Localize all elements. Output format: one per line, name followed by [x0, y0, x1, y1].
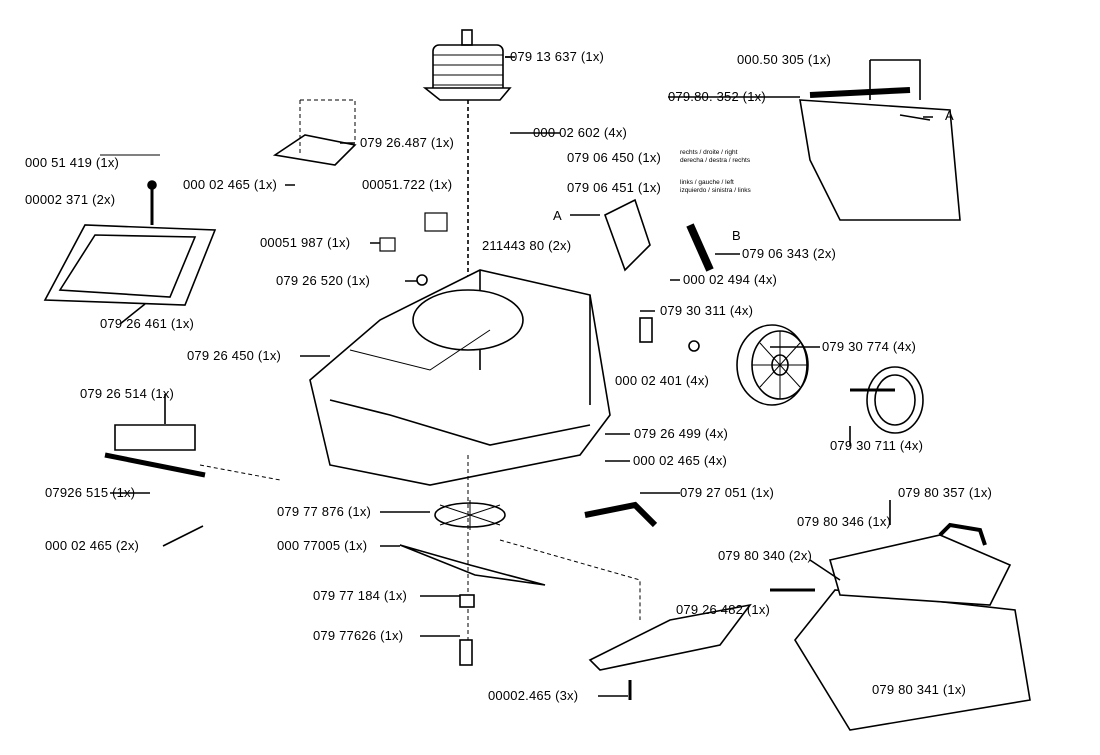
hubcap-part: [850, 366, 924, 434]
note-line: links / gauche / left: [680, 179, 734, 186]
part-label: 079 26 482 (1x): [676, 602, 771, 617]
part-label: 079 26 450 (1x): [187, 348, 282, 363]
part-label: 079 80 341 (1x): [872, 682, 967, 697]
part-label: 00051.722 (1x): [362, 177, 453, 192]
part-label: 079 26 461 (1x): [100, 316, 195, 331]
motor-part: [422, 29, 515, 101]
part-label: 079 26 520 (1x): [276, 273, 371, 288]
part-label: 079 80 346 (1x): [797, 514, 892, 529]
note-line: rechts / droite / right: [680, 149, 738, 156]
part-label: 00051 987 (1x): [260, 235, 351, 250]
part-label: 079 80 340 (2x): [718, 548, 813, 563]
part-label: 079 06 343 (2x): [742, 246, 837, 261]
part-label: 079 80 357 (1x): [898, 485, 993, 500]
part-label: 000 77005 (1x): [277, 538, 368, 553]
part-label: 00002.465 (3x): [488, 688, 579, 703]
callout-b: B: [732, 228, 741, 243]
part-label: 079 26 499 (4x): [634, 426, 729, 441]
part-label: 079 30 774 (4x): [822, 339, 917, 354]
part-label: 000 02 401 (4x): [615, 373, 710, 388]
part-label: 079 26 514 (1x): [80, 386, 175, 401]
top-cover-part: [43, 154, 217, 306]
part-label: 079 30 711 (4x): [830, 438, 924, 453]
part-label: 000.50 305 (1x): [737, 52, 832, 67]
part-label: 079 77 184 (1x): [313, 588, 408, 603]
part-label: 000 02 602 (4x): [533, 125, 628, 140]
deck-housing-part: [309, 269, 611, 486]
note-line: izquierdo / sinistra / links: [680, 187, 751, 194]
part-label: 000 02 465 (1x): [183, 177, 278, 192]
part-label: 000 51 419 (1x): [25, 155, 120, 170]
part-label: 07926 515 (1x): [45, 485, 136, 500]
part-label: 079 30 311 (4x): [660, 303, 754, 318]
part-label: 000 02 465 (4x): [633, 453, 728, 468]
part-label: 079 27 051 (1x): [680, 485, 775, 500]
part-label: 000 02 465 (2x): [45, 538, 140, 553]
part-label: 079 13 637 (1x): [510, 49, 605, 64]
part-label: 079.80. 352 (1x): [668, 89, 766, 104]
part-label: 079 77 876 (1x): [277, 504, 372, 519]
part-label: 079 26.487 (1x): [360, 135, 455, 150]
part-label: 079 77626 (1x): [313, 628, 404, 643]
part-label: 000 02 494 (4x): [683, 272, 778, 287]
callout-a: A: [945, 108, 954, 123]
part-label: 079 06 451 (1x): [567, 180, 662, 195]
part-label: 211443 80 (2x): [482, 238, 572, 253]
grass-box-part: [770, 522, 1031, 731]
callout-a: A: [553, 208, 562, 223]
blade-part: [399, 544, 546, 586]
guard-part: [588, 603, 752, 671]
part-label: 00002 371 (2x): [25, 192, 116, 207]
wheel-part: [736, 324, 809, 406]
note-line: derecha / destra / rechts: [680, 157, 751, 164]
plate-part: [272, 134, 357, 166]
catcher-cover-part: [799, 59, 961, 221]
part-label: 079 06 450 (1x): [567, 150, 662, 165]
